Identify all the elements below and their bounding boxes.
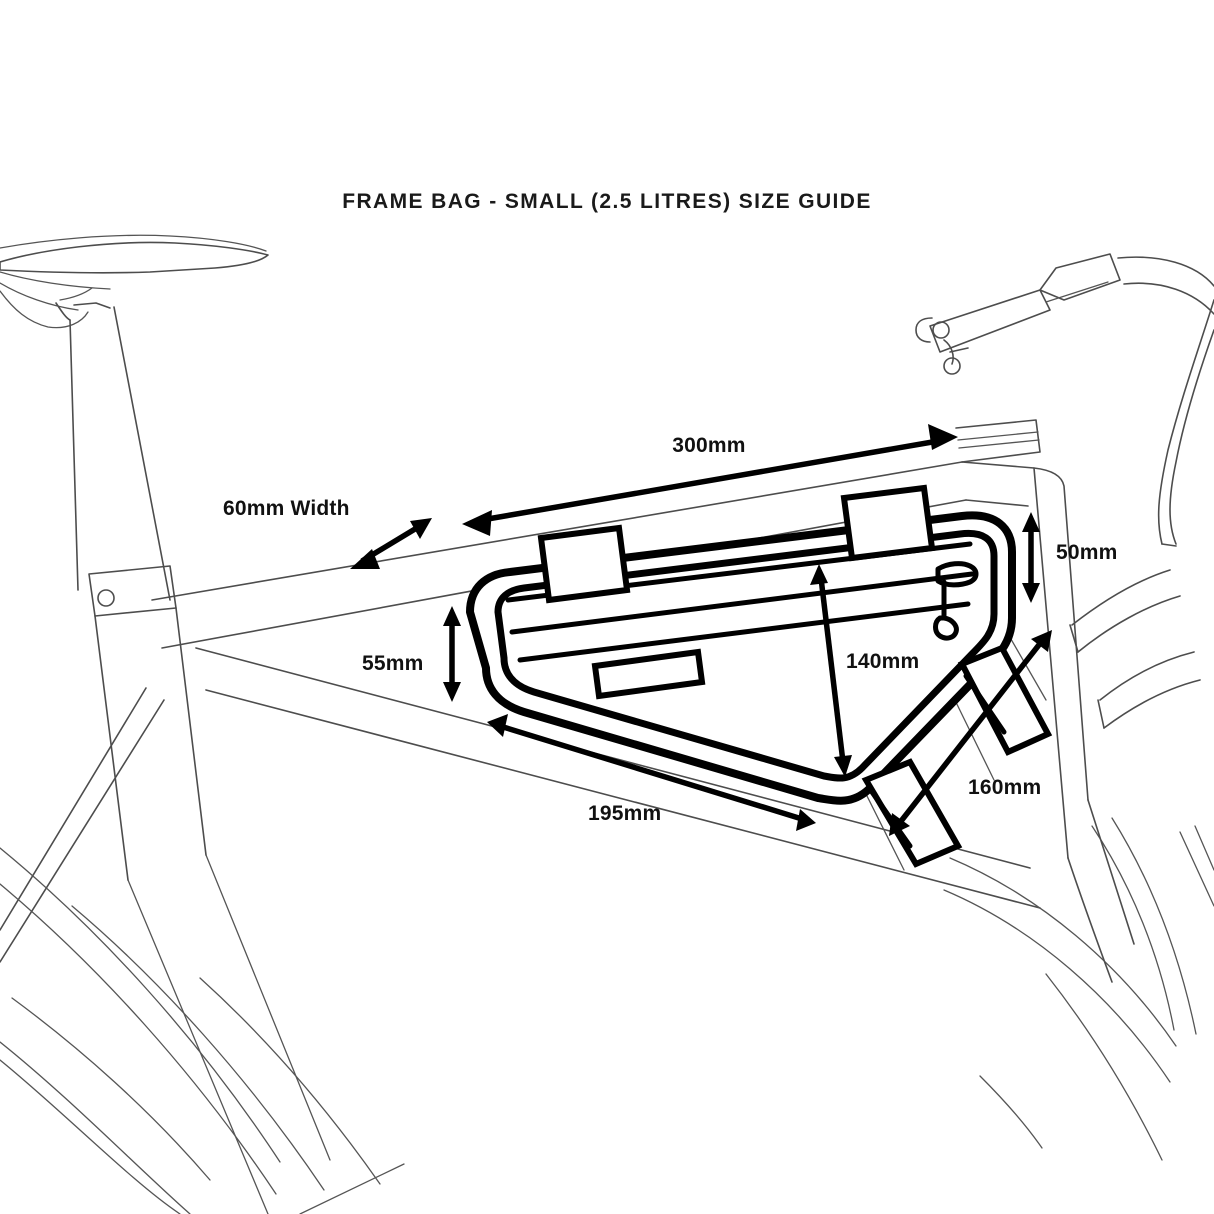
dimension-label-140mm: 140mm <box>846 650 919 673</box>
dimension-label-195mm: 195mm <box>588 802 661 825</box>
dimension-label-50mm: 50mm <box>1056 541 1118 564</box>
dimension-60mm-width: 60mm Width <box>223 497 432 569</box>
seat-tube-right <box>175 607 207 856</box>
stem <box>915 253 1121 375</box>
arrow-head-bottom <box>443 682 461 702</box>
headset-spacers <box>955 419 1041 463</box>
top-strap-rear <box>537 524 631 604</box>
arrow-head-top <box>1022 512 1040 532</box>
dimension-50mm: 50mm <box>1022 512 1118 603</box>
label-tab <box>591 648 706 700</box>
arrow-head-left <box>487 714 508 737</box>
dimension-label-160mm: 160mm <box>968 776 1041 799</box>
front-wheel <box>943 817 1214 1161</box>
zipper <box>517 601 971 663</box>
zipper-track-lower <box>509 571 975 635</box>
rear-wheel <box>0 847 405 1214</box>
seat-tube-left <box>94 615 129 881</box>
dimension-195mm: 195mm <box>487 714 816 831</box>
arrow-head-left <box>462 510 492 536</box>
dimension-140mm: 140mm <box>810 564 919 777</box>
dimension-label-55mm: 55mm <box>362 652 424 675</box>
fork <box>1067 799 1135 983</box>
seatpost <box>55 302 171 601</box>
arrow-head-right <box>928 424 958 450</box>
dimension-label-60mm: 60mm Width <box>223 497 350 520</box>
seat-clamp <box>88 565 177 617</box>
arrow-head-top <box>443 606 461 626</box>
arrow-head-right <box>796 809 816 831</box>
saddle <box>0 234 269 329</box>
down-tube-strap-lower <box>861 758 963 868</box>
arrow-head-bottom <box>1022 583 1040 603</box>
dimension-160mm: 160mm <box>889 630 1052 836</box>
handlebar <box>1069 256 1214 729</box>
frame-bag <box>466 484 1053 868</box>
arrow-head-lower-left <box>889 813 910 836</box>
arrow-head-bottom <box>834 755 852 777</box>
dimension-300mm: 300mm <box>462 424 958 536</box>
dimension-label-300mm: 300mm <box>672 434 745 457</box>
page-title: FRAME BAG - SMALL (2.5 LITRES) SIZE GUID… <box>342 190 872 213</box>
top-strap-front <box>840 484 936 562</box>
frame-bag-inner-panel <box>494 529 998 782</box>
arrow-head-upper-right <box>1031 630 1052 652</box>
downtube-detail-a <box>859 781 905 871</box>
dimension-55mm: 55mm <box>362 606 461 702</box>
arrow-head-lower-left <box>350 549 380 569</box>
chainstay <box>127 854 331 1214</box>
downtube-detail-b <box>949 689 995 781</box>
head-tube <box>961 461 1089 859</box>
down-tube-strap-upper <box>957 644 1053 756</box>
arrow-head-top <box>810 564 828 585</box>
arrow-head-upper-right <box>410 518 432 539</box>
zipper-pull <box>933 561 979 641</box>
bicycle-outline <box>0 234 1214 1214</box>
seat-stay <box>0 687 165 963</box>
